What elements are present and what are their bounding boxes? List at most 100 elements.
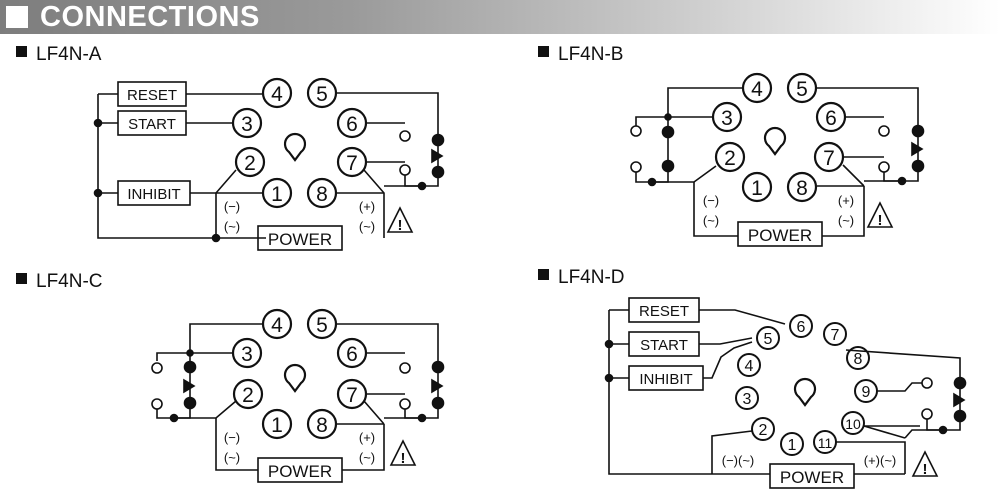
pin-6: 6 <box>336 107 368 139</box>
pin-4: 4 <box>261 77 293 109</box>
pin-4: 4 <box>741 72 773 104</box>
svg-text:6: 6 <box>346 113 358 136</box>
power-label: POWER <box>268 462 332 481</box>
pin-4: 4 <box>261 308 293 340</box>
svg-text:7: 7 <box>346 152 358 175</box>
pin-1: 1 <box>261 408 293 440</box>
svg-text:1: 1 <box>751 177 763 200</box>
svg-text:5: 5 <box>316 314 328 337</box>
section-title: LF4N-B <box>558 44 623 65</box>
pin-8: 8 <box>306 177 338 209</box>
svg-text:4: 4 <box>271 314 283 337</box>
pin-6: 6 <box>815 101 847 133</box>
warning-icon <box>389 439 417 466</box>
pin-6: 6 <box>336 337 368 369</box>
svg-text:11: 11 <box>818 435 833 451</box>
plus-label: (+) <box>838 193 854 208</box>
power-box <box>737 221 823 247</box>
power-box <box>769 463 855 489</box>
svg-text:6: 6 <box>797 319 806 336</box>
inhibit-label: INHIBIT <box>639 371 692 388</box>
warning-icon <box>866 201 894 228</box>
ac-label: (~) <box>224 219 240 234</box>
pin-2: 2 <box>234 146 266 178</box>
diagram-lf4n-b: LF4N-B 4 5 3 6 2 7 1 8 (−) (~) (+) (~) P… <box>538 44 925 247</box>
diagram-lf4n-d: LF4N-D RESET START INHIBIT 6 7 5 4 8 3 9… <box>538 267 967 489</box>
plus-label: (+) <box>359 199 375 214</box>
minus-label: (−) <box>224 199 240 214</box>
svg-text:10: 10 <box>845 416 861 432</box>
svg-text:!: ! <box>398 217 403 234</box>
warning-icon <box>911 450 939 477</box>
power-label: POWER <box>748 226 812 245</box>
svg-text:6: 6 <box>346 343 358 366</box>
svg-text:1: 1 <box>271 183 283 206</box>
warning-icon <box>386 206 414 233</box>
pin-1: 1 <box>780 432 804 456</box>
svg-text:!: ! <box>401 450 406 467</box>
bullet-square-icon <box>538 46 549 57</box>
svg-text:8: 8 <box>796 177 808 200</box>
bullet-square-icon <box>16 273 27 284</box>
minus-ac-label: (−)(~) <box>722 453 755 468</box>
pin-8: 8 <box>786 171 818 203</box>
pin-9: 9 <box>854 379 878 403</box>
start-label: START <box>128 116 176 133</box>
svg-text:5: 5 <box>316 83 328 106</box>
svg-text:7: 7 <box>346 384 358 407</box>
pin-7: 7 <box>336 146 368 178</box>
pin-7: 7 <box>823 322 847 346</box>
pin-5: 5 <box>306 77 338 109</box>
minus-label: (−) <box>224 430 240 445</box>
svg-text:3: 3 <box>743 391 752 408</box>
pin-2: 2 <box>751 417 775 441</box>
pin-5: 5 <box>306 308 338 340</box>
pin-8: 8 <box>846 346 870 370</box>
plus-ac-label: (+)(~) <box>864 453 897 468</box>
pin-7: 7 <box>813 141 845 173</box>
socket-key-icon <box>283 363 307 393</box>
pin-4: 4 <box>737 353 761 377</box>
pin-10: 10 <box>841 411 865 435</box>
relay-contact-icon <box>911 141 924 157</box>
bullet-square-icon <box>16 46 27 57</box>
reset-label: RESET <box>127 87 177 104</box>
svg-text:8: 8 <box>854 351 863 368</box>
pin-3: 3 <box>231 337 263 369</box>
ac-label: (~) <box>359 450 375 465</box>
svg-text:7: 7 <box>831 327 840 344</box>
svg-text:1: 1 <box>271 414 283 437</box>
socket-key-icon <box>793 377 817 407</box>
pin-1: 1 <box>261 177 293 209</box>
inhibit-label: INHIBIT <box>127 186 180 203</box>
pin-2: 2 <box>714 141 746 173</box>
svg-text:3: 3 <box>241 113 253 136</box>
pin-8: 8 <box>306 408 338 440</box>
pin-3: 3 <box>735 386 759 410</box>
pin-7: 7 <box>336 378 368 410</box>
minus-label: (−) <box>703 193 719 208</box>
pin-2: 2 <box>232 378 264 410</box>
pin-6: 6 <box>789 314 813 338</box>
section-title: LF4N-C <box>36 271 103 292</box>
svg-text:4: 4 <box>271 83 283 106</box>
ac-label: (~) <box>838 213 854 228</box>
pin-5: 5 <box>756 326 780 350</box>
reset-label: RESET <box>639 303 689 320</box>
svg-text:3: 3 <box>721 107 733 130</box>
pin-5: 5 <box>786 72 818 104</box>
svg-text:5: 5 <box>764 331 773 348</box>
diagram-lf4n-a: LF4N-A RESET START INHIBIT 4 5 3 6 2 7 1… <box>16 44 445 251</box>
svg-text:2: 2 <box>242 384 254 407</box>
power-box <box>257 457 343 483</box>
pin-11: 11 <box>813 430 837 454</box>
pin-3: 3 <box>711 101 743 133</box>
svg-text:1: 1 <box>788 437 797 454</box>
relay-contact-icon <box>431 148 444 164</box>
pin-1: 1 <box>741 171 773 203</box>
svg-text:8: 8 <box>316 414 328 437</box>
svg-text:2: 2 <box>244 152 256 175</box>
ac-label: (~) <box>224 450 240 465</box>
svg-text:2: 2 <box>724 147 736 170</box>
